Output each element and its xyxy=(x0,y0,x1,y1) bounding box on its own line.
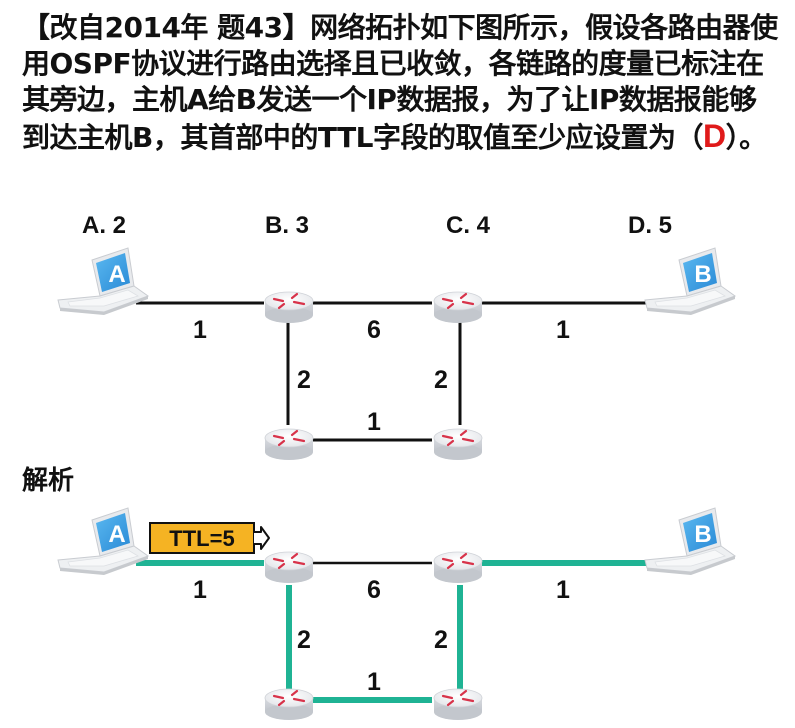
option-d: D. 5 xyxy=(628,212,673,239)
answer-letter: D xyxy=(703,118,726,154)
ttl-badge: TTL=5 xyxy=(149,522,270,554)
question-text: 【改自2014年 题43】网络拓扑如下图所示，假设各路由器使用OSPF协议进行路… xyxy=(22,10,782,156)
router-icon xyxy=(263,290,315,325)
metric-r1-r2: 6 xyxy=(367,576,381,604)
router-icon xyxy=(432,427,484,462)
question-suffix: ）。 xyxy=(725,121,768,154)
metric-r1-r2: 6 xyxy=(367,316,381,344)
host-a-label: A xyxy=(108,261,125,288)
topology-analysis: A B TTL=5 1 6 1 2 2 1 xyxy=(57,507,736,722)
router-icon xyxy=(432,687,484,722)
metric-a-r1: 1 xyxy=(193,576,207,604)
metric-r2-b: 1 xyxy=(556,576,570,604)
host-b-laptop-icon xyxy=(644,247,736,316)
shortest-path xyxy=(136,560,647,703)
host-a-laptop-icon xyxy=(57,507,149,576)
option-c: C. 4 xyxy=(446,212,491,239)
question-body: 【改自2014年 题43】网络拓扑如下图所示，假设各路由器使用OSPF协议进行路… xyxy=(22,11,778,154)
metric-r1-r3: 2 xyxy=(297,626,311,654)
ttl-label: TTL=5 xyxy=(169,526,234,551)
host-b-label: B xyxy=(694,261,711,288)
arrow-right-icon xyxy=(254,526,270,550)
metric-r3-r4: 1 xyxy=(367,408,381,436)
metric-a-r1: 1 xyxy=(193,316,207,344)
option-a: A. 2 xyxy=(82,212,127,239)
metric-r2-b: 1 xyxy=(556,316,570,344)
router-icon xyxy=(432,290,484,325)
host-b-laptop-icon xyxy=(644,507,736,576)
router-icon xyxy=(263,687,315,722)
metric-r2-r4: 2 xyxy=(434,626,448,654)
topology-question: A B 1 6 1 2 2 1 xyxy=(57,247,736,462)
host-a-laptop-icon xyxy=(57,247,149,316)
links xyxy=(136,301,647,442)
metric-r1-r3: 2 xyxy=(297,366,311,394)
host-b-label: B xyxy=(694,521,711,548)
host-a-label: A xyxy=(108,521,125,548)
option-b: B. 3 xyxy=(265,212,310,239)
metric-r2-r4: 2 xyxy=(434,366,448,394)
router-icon xyxy=(263,427,315,462)
analysis-title: 解析 xyxy=(22,466,75,496)
metric-r3-r4: 1 xyxy=(367,668,381,696)
router-icon xyxy=(263,550,315,585)
router-icon xyxy=(432,550,484,585)
